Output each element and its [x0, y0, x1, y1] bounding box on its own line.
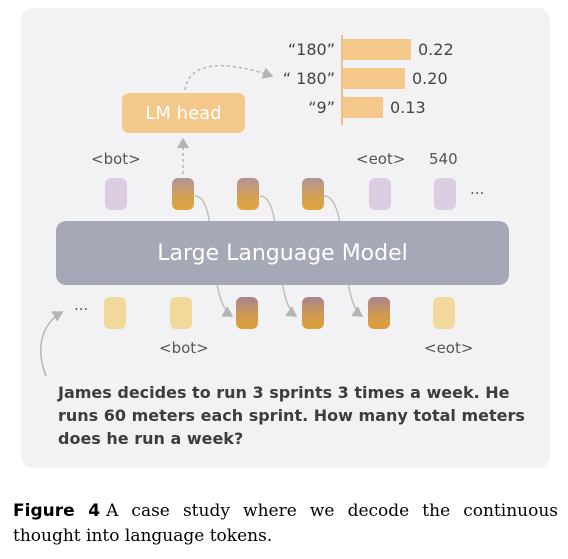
lm-head-box: LM head [122, 93, 245, 133]
top-label-bot: <bot> [91, 150, 141, 168]
bar-value-label: 0.22 [418, 40, 454, 59]
top-label-eot: <eot> [356, 150, 406, 168]
caption-text: A case study where we decode the continu… [13, 501, 559, 546]
bar-value-label: 0.20 [412, 69, 448, 88]
bar-value-label: 0.13 [390, 98, 426, 117]
bar-category-label: “ 180” [282, 69, 335, 88]
bar-category-label: “9” [308, 98, 335, 117]
figure-number: Figure 4 [13, 501, 101, 521]
top-token-thought-3 [302, 178, 324, 210]
bottom-token-1 [104, 297, 126, 329]
bottom-token-eot [433, 297, 455, 329]
top-token-thought-1 [172, 178, 194, 210]
large-language-model-box: Large Language Model [56, 221, 509, 285]
bar-category-label: “180” [287, 40, 335, 59]
bar [343, 97, 383, 118]
top-token-540 [434, 178, 456, 210]
bottom-token-thought-2 [302, 297, 324, 329]
curved-arrow-question [40, 311, 64, 377]
bottom-label-ellipsis: ... [74, 296, 89, 314]
bottom-token-thought-3 [368, 297, 390, 329]
bar [343, 39, 411, 60]
question-text: James decides to run 3 sprints 3 times a… [58, 383, 525, 448]
top-token-eot [369, 178, 391, 210]
top-token-thought-2 [237, 178, 259, 210]
dashed-arrow-chart [184, 65, 274, 91]
bottom-token-bot [170, 297, 192, 329]
bottom-token-thought-1 [236, 297, 258, 329]
bar [343, 68, 405, 89]
bottom-label-eot: <eot> [424, 339, 474, 357]
bottom-label-bot: <bot> [159, 339, 209, 357]
top-label-ellipsis: ... [470, 180, 485, 198]
top-token-1 [105, 178, 127, 210]
top-label-540: 540 [429, 150, 458, 168]
